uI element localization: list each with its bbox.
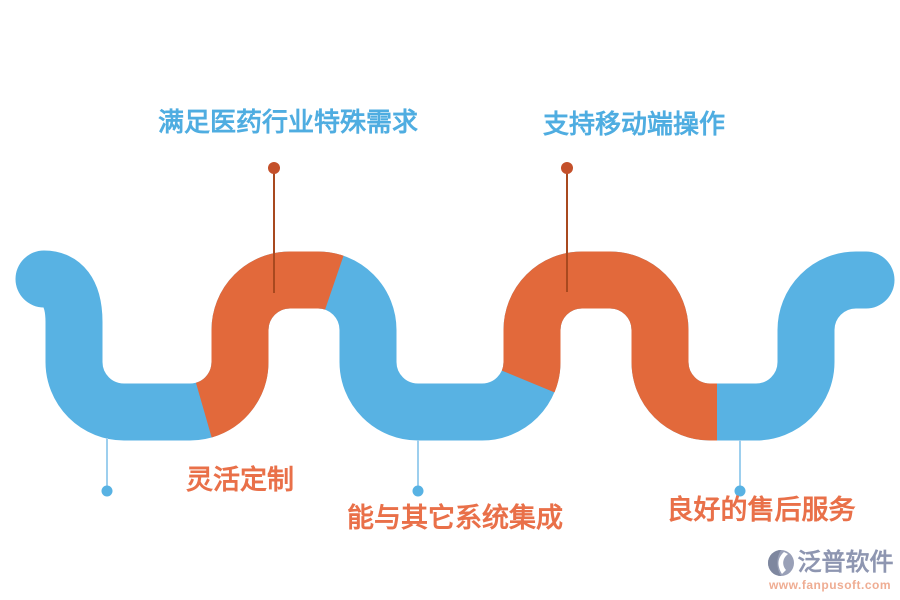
fanpu-logo-icon xyxy=(767,550,794,576)
top-marker-2-dot xyxy=(561,162,573,174)
bottom-marker-2-dot xyxy=(412,485,424,497)
wave-ribbon-orange-segment-2 xyxy=(501,251,717,441)
feature-label-after-sales-service: 良好的售后服务 xyxy=(666,495,856,525)
wave-ribbon-blue xyxy=(15,250,895,441)
top-marker-1-dot xyxy=(268,162,280,174)
bottom-marker-3 xyxy=(734,440,746,497)
bottom-marker-3-dot xyxy=(734,485,746,497)
feature-label-mobile-support: 支持移动端操作 xyxy=(542,109,726,139)
bottom-marker-2 xyxy=(412,440,424,497)
wave-ribbon-orange-segment-1 xyxy=(194,251,344,438)
brand-name: 泛普软件 xyxy=(797,549,894,576)
feature-label-pharma-needs: 满足医药行业特殊需求 xyxy=(157,107,419,137)
feature-label-system-integration: 能与其它系统集成 xyxy=(347,503,563,533)
top-marker-1 xyxy=(268,162,280,293)
brand-logo: 泛普软件 www.fanpusoft.com xyxy=(763,549,897,591)
bottom-marker-1-dot xyxy=(101,485,113,497)
feature-label-flexible-customization: 灵活定制 xyxy=(186,465,294,495)
top-marker-2 xyxy=(561,162,573,292)
bottom-marker-1 xyxy=(101,438,113,497)
brand-url: www.fanpusoft.com xyxy=(768,578,892,592)
